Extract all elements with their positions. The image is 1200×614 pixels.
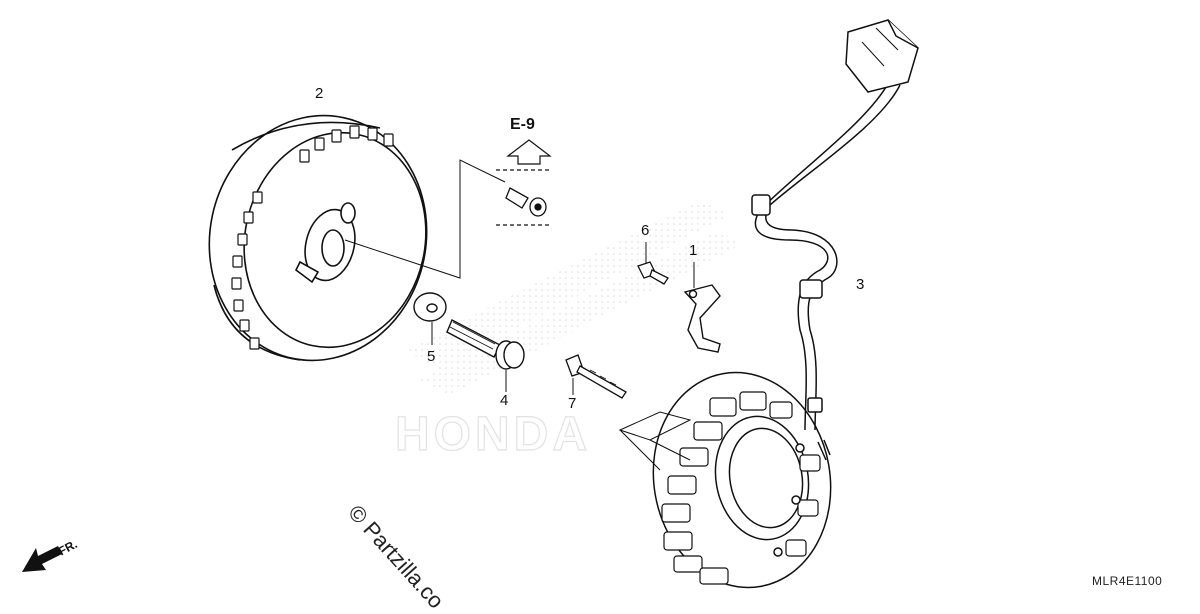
bolt-alignment-guide: [618, 411, 692, 471]
washer: [413, 292, 447, 322]
callout-6: 6: [641, 222, 650, 239]
callout-1: 1: [689, 242, 698, 259]
diagram-canvas: HONDA: [22, 19, 919, 589]
callout-leaders: [431, 242, 695, 395]
reference-e9: E-9: [510, 116, 535, 133]
callout-4: 4: [500, 392, 509, 409]
callout-5: 5: [427, 348, 436, 365]
flywheel-rotor: [208, 114, 428, 362]
stator-assembly: [652, 371, 832, 589]
parts-diagram: HONDA: [22, 19, 1163, 613]
front-direction-arrow: [22, 546, 62, 572]
flange-bolt: [446, 319, 525, 370]
callout-3: 3: [856, 276, 865, 293]
stator-coils: [661, 391, 821, 585]
callout-7: 7: [568, 395, 577, 412]
diagram-code: MLR4E1100: [1092, 574, 1163, 588]
long-bolt: [565, 354, 627, 399]
e9-reference-mark: [496, 139, 552, 226]
flywheel-leader-line: [344, 159, 506, 279]
wire-connector: [845, 19, 919, 93]
socket-bolt: [505, 187, 547, 217]
wire-clamp-bracket: [683, 284, 721, 353]
flywheel-magnet-teeth: [231, 125, 394, 350]
wire-harness: [751, 79, 901, 461]
brand-watermark: HONDA: [395, 408, 591, 461]
callout-2: 2: [315, 85, 324, 102]
